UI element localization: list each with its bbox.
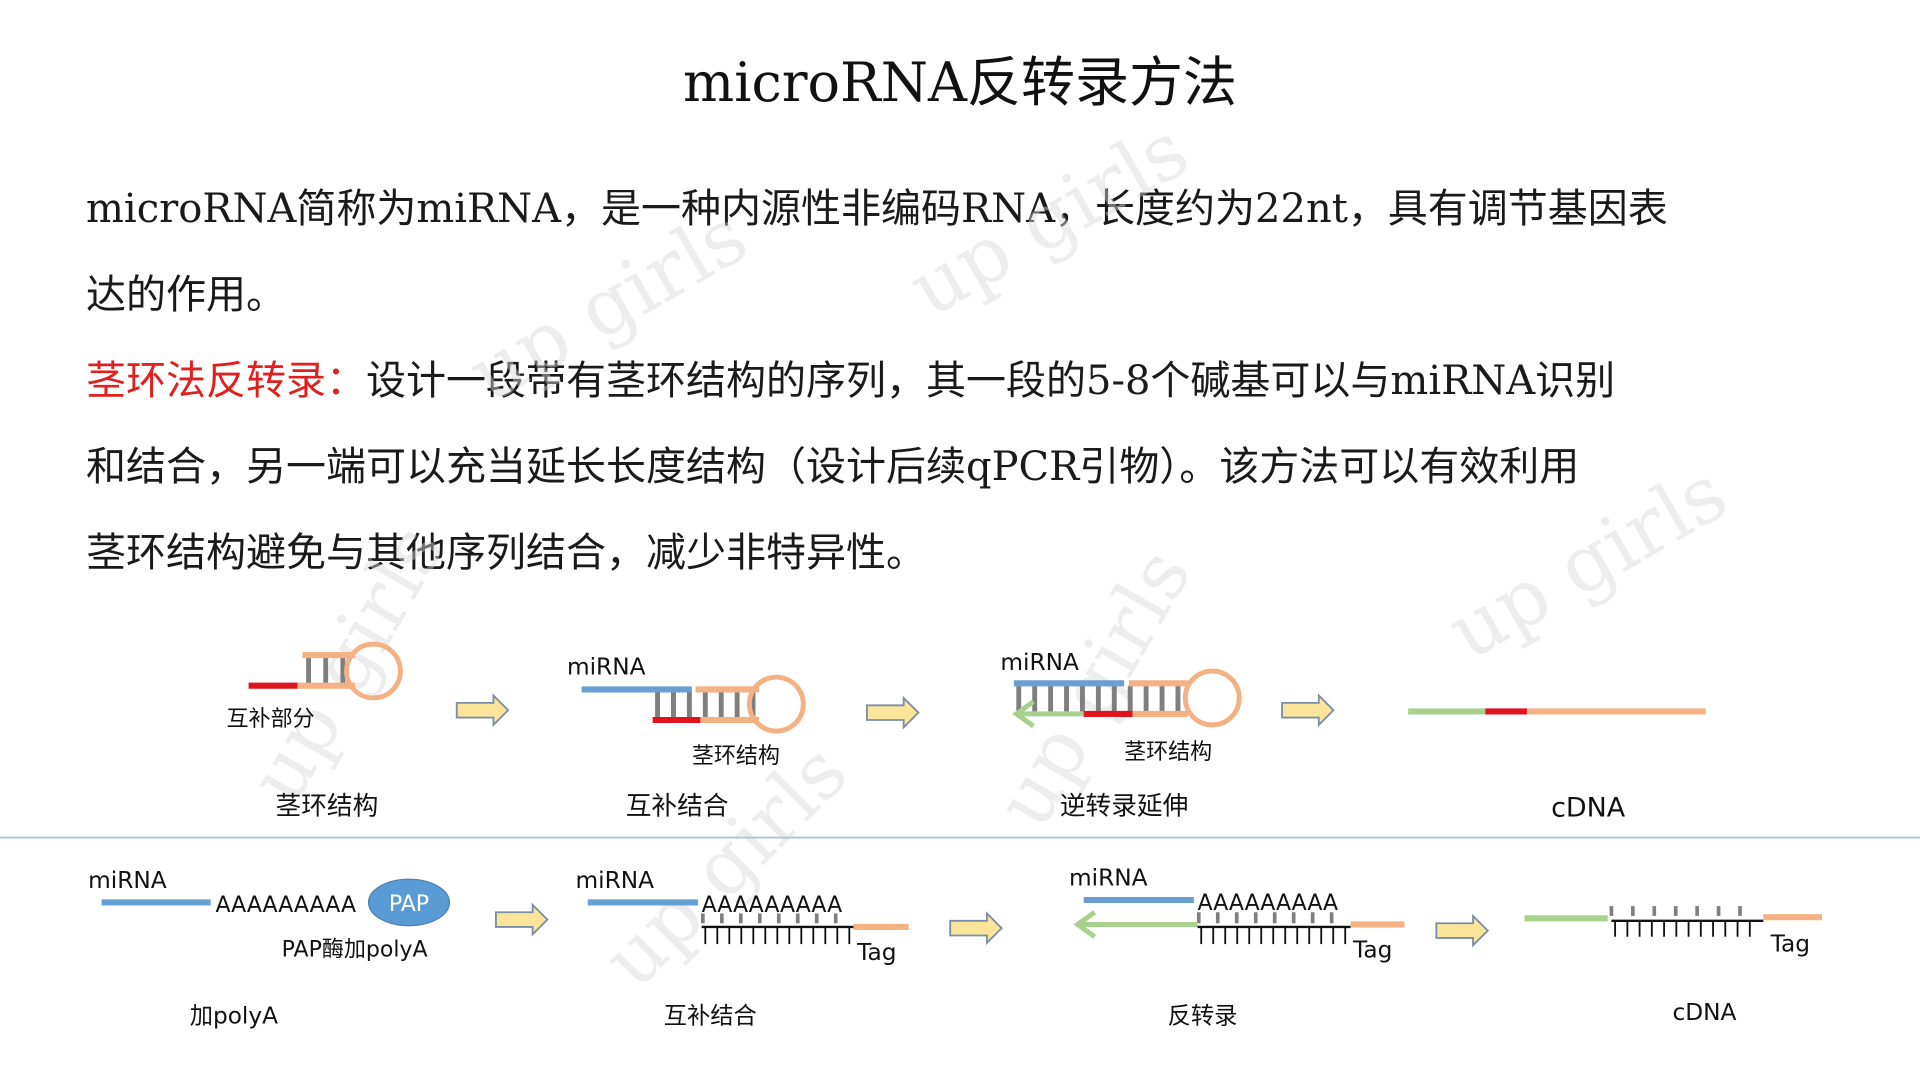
caption-cdna: cDNA [1551,793,1626,824]
stem-loop-label: 茎环结构 [1124,740,1212,765]
watermark: up girls [454,190,762,421]
caption-hybridize: 互补结合 [626,791,729,821]
extension-direction-arrow-icon [1012,699,1035,729]
page-title: microRNA反转录方法 [683,51,1237,114]
polya-label: AAAAAAAAA [702,893,843,918]
pap-polya-label: PAP酶加polyA [282,937,428,962]
caption-stem-loop: 茎环结构 [276,791,379,821]
caption-cdna-2: cDNA [1672,999,1736,1026]
stem-loop-circle [344,641,403,701]
mirna-label: miRNA [88,867,167,894]
stem-loop-line-2: 和结合，另一端可以充当延长长度结构（设计后续qPCR引物）。该方法可以有效利用 [86,444,1580,490]
stem-loop-circle [746,674,806,734]
mirna-label: miRNA [576,867,655,894]
caption-reverse-transcription: 反转录 [1168,1003,1238,1030]
stem-loop-line-1: 茎环法反转录：设计一段带有茎环结构的序列，其一段的5-8个碱基可以与miRNA识… [86,348,1615,406]
tag-label: Tag [856,939,896,966]
mirna-label: miRNA [1000,649,1079,676]
tag-label: Tag [1770,930,1810,957]
complement-part-label: 互补部分 [227,707,315,732]
diagram-shapes [0,641,1920,948]
intro-line-2: 达的作用。 [86,272,286,318]
process-arrow-icon [495,902,549,937]
process-arrow-icon [1435,913,1490,948]
mirna-label: miRNA [1069,864,1148,891]
process-arrow-icon [949,911,1003,946]
extension-direction-arrow-icon [1073,910,1097,939]
tag-label: Tag [1352,937,1392,964]
polya-label: AAAAAAAAA [1198,891,1339,916]
caption-hybridize-2: 互补结合 [664,1003,757,1030]
process-arrow-icon [866,695,920,730]
polya-label: AAAAAAAAA [216,893,357,918]
stem-loop-circle [1182,668,1242,728]
watermarks: up girls up girls up girls up girls up g… [232,104,1742,1005]
caption-rt-extension: 逆转录延伸 [1060,791,1189,821]
process-arrow-icon [455,693,510,728]
stem-loop-label: 茎环法反转录： [86,358,366,404]
caption-add-polya: 加polyA [190,1003,278,1030]
pap-enzyme-label: PAP [389,892,429,917]
intro-line-1: microRNA简称为miRNA，是一种内源性非编码RNA，长度约为22nt，具… [86,186,1668,232]
stem-loop-label: 茎环结构 [692,744,780,769]
pap-enzyme-ellipse [367,878,450,927]
mirna-label: miRNA [567,654,646,681]
process-arrow-icon [1281,693,1335,728]
watermark: up girls [895,104,1203,335]
watermark: up girls [1433,447,1741,678]
stem-loop-line-3: 茎环结构避免与其他序列结合，减少非特异性。 [86,530,926,576]
stem-loop-text-1: 设计一段带有茎环结构的序列，其一段的5-8个碱基可以与miRNA识别 [366,358,1616,404]
